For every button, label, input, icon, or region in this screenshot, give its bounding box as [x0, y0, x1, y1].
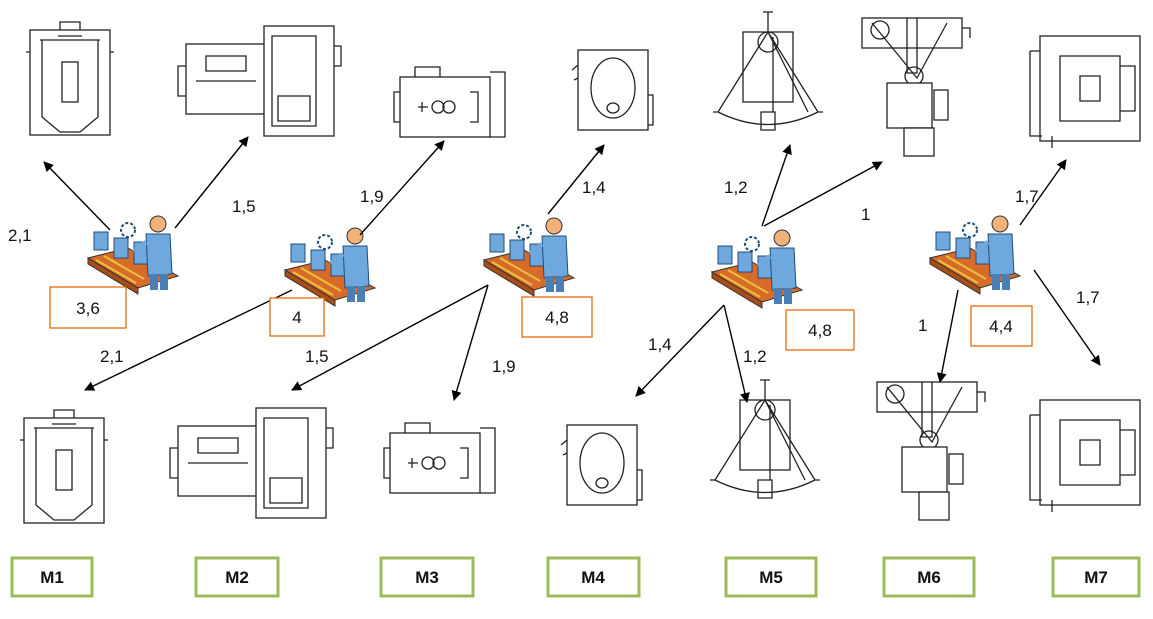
- workstation-4-total: 4,8: [808, 321, 832, 340]
- svg-text:M6: M6: [917, 568, 941, 587]
- m2-top-machine-image: [178, 26, 341, 136]
- link-label-w4-m5-bottom: 1,2: [743, 347, 767, 366]
- link-label-w1-m2-top: 1,5: [232, 197, 256, 216]
- workstation-2-total: 4: [292, 308, 301, 327]
- svg-text:M1: M1: [40, 568, 64, 587]
- link-label-w3-m4-top: 1,4: [582, 178, 606, 197]
- workstation-3-total-box: 4,8: [522, 297, 592, 337]
- link-label-w3-m2-bottom: 1,5: [305, 347, 329, 366]
- workstation-1-worker-icon: [88, 216, 178, 294]
- arrow-w1-m1-top: [44, 162, 110, 230]
- link-label-w4-m5-top: 1,2: [724, 178, 748, 197]
- link-label-w2-m3-top: 1,9: [360, 187, 384, 206]
- link-label-w3-m3-bottom: 1,9: [492, 357, 516, 376]
- workstation-2-worker-icon: [285, 228, 375, 306]
- workstation-2-total-box: 4: [270, 298, 324, 336]
- workstation-4-total-box: 4,8: [786, 310, 854, 350]
- machine-label-m5: M5: [726, 558, 816, 596]
- svg-text:M4: M4: [581, 568, 605, 587]
- machine-label-m1: M1: [12, 558, 92, 596]
- machine-label-m2: M2: [196, 558, 278, 596]
- machine-label-m4: M4: [548, 558, 639, 596]
- link-label-w1-m1-top: 2,1: [8, 226, 32, 245]
- workstation-5-total-box: 4,4: [971, 306, 1032, 346]
- link-label-w5-m7-bottom: 1,7: [1076, 288, 1100, 307]
- m1-bottom-machine-image: [20, 410, 108, 523]
- workstation-3-total: 4,8: [545, 308, 569, 327]
- link-label-w5-m7-top: 1,7: [1015, 187, 1039, 206]
- arrow-w5-m7-bottom: [1034, 270, 1100, 365]
- svg-text:M3: M3: [415, 568, 439, 587]
- machine-label-m3: M3: [381, 558, 473, 596]
- arrow-w3-m3-bottom: [454, 285, 488, 400]
- m5-bottom-machine-image: [710, 380, 820, 498]
- link-label-w5-m6-bottom: 1: [918, 316, 927, 335]
- m5-top-machine-image: [713, 12, 823, 130]
- link-label-w4-m6-top: 1: [861, 205, 870, 224]
- m3-bottom-machine-image: [384, 423, 495, 493]
- workstation-5-total: 4,4: [989, 317, 1013, 336]
- svg-text:M5: M5: [759, 568, 783, 587]
- m7-bottom-machine-image: [1030, 400, 1140, 512]
- m7-top-machine-image: [1030, 36, 1140, 148]
- link-label-w4-m4-bottom: 1,4: [648, 335, 672, 354]
- workstation-4-worker-icon: [712, 230, 802, 308]
- workstation-1-total-box: 3,6: [50, 287, 126, 328]
- workstation-3-worker-icon: [484, 218, 574, 296]
- svg-text:M2: M2: [225, 568, 249, 587]
- m6-bottom-machine-image: [877, 382, 985, 520]
- machine-label-m7: M7: [1053, 558, 1139, 596]
- workstation-5-worker-icon: [930, 216, 1020, 294]
- m6-top-machine-image: [862, 18, 970, 156]
- m4-bottom-machine-image: [561, 425, 642, 505]
- arrow-w5-m6-bottom: [940, 290, 958, 382]
- m3-top-machine-image: [394, 67, 505, 137]
- workstation-1-total: 3,6: [76, 299, 100, 318]
- m1-top-machine-image: [26, 22, 114, 135]
- machine-label-m6: M6: [884, 558, 974, 596]
- link-label-w2-m1-bottom: 2,1: [100, 347, 124, 366]
- m4-top-machine-image: [572, 50, 653, 130]
- svg-text:M7: M7: [1084, 568, 1108, 587]
- m2-bottom-machine-image: [170, 408, 333, 518]
